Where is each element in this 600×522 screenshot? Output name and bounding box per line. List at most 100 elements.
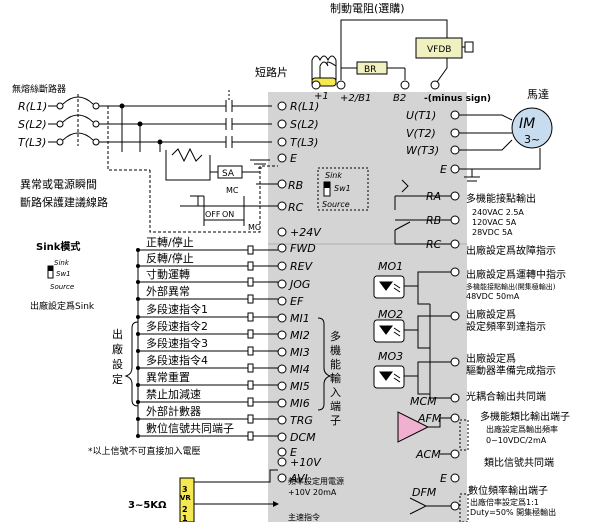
acm-label: ACM: [415, 448, 441, 461]
afm-terminals: [450, 413, 460, 511]
on-label: ON: [222, 210, 234, 219]
acm-text: 類比信號共同端: [484, 456, 554, 469]
minus-label: -(minus sign): [424, 94, 491, 104]
protect-text-2: 斷路保護建議線路: [20, 195, 108, 209]
note-text: *以上信號不可直接加入電壓: [88, 445, 201, 457]
mo3-text-1: 出廠設定爲: [466, 352, 516, 365]
terminal-plus1: [311, 80, 321, 90]
motor-phase: 3~: [524, 133, 540, 146]
terminal-t: T(L3): [290, 136, 318, 149]
mo-terminal: [450, 357, 460, 367]
mo-terminal: [450, 267, 460, 277]
relay-terminals: [450, 191, 460, 249]
input-s: S(L2): [18, 118, 47, 131]
mo1-text-2: 多機能接點輸出(開集極輸出): [466, 282, 556, 291]
factory-label-4: 定: [112, 372, 123, 386]
power-note-1: 頻率設定用電源: [288, 476, 344, 486]
factory-fault: 出廠設定爲故障指示: [466, 244, 556, 257]
reactor-coil: [319, 61, 337, 80]
ctrl-terminal-dot: [277, 381, 287, 391]
terminal-rc-left: [277, 201, 287, 211]
switch-contact: [247, 380, 254, 390]
switch-contact: [247, 312, 254, 322]
switch-contact: [247, 277, 254, 287]
inverter-body-bottom: [268, 244, 467, 522]
ctrl-terminal-dot: [277, 227, 287, 237]
mo3-text-2: 驅動器準備完成指示: [466, 364, 556, 377]
vfdb-label: VFDB: [427, 45, 451, 55]
protect-text-1: 異常或電源瞬間: [20, 177, 97, 191]
mo2-text-1: 出廠設定爲: [466, 308, 516, 321]
vr-range: 3~5KΩ: [128, 500, 167, 511]
on-off-switch: [180, 195, 256, 226]
mcm-label: MCM: [410, 395, 437, 408]
ctrl-terminal-dot: [277, 447, 287, 457]
optocoupler-group: [373, 267, 460, 403]
sink-mode-source: Source: [50, 283, 74, 291]
terminal-plus2: [336, 80, 346, 90]
ctrl-terminal-dot: [277, 415, 287, 425]
factory-label-3: 設: [112, 357, 123, 371]
motor-label: 馬達: [527, 88, 549, 101]
vr-n1: 1: [182, 514, 188, 522]
b2-label: B2: [393, 93, 406, 104]
ctrl-terminal-label: DCM: [290, 431, 316, 444]
motor-ground: E: [440, 163, 447, 176]
afm-text-3: 0~10VDC/2mA: [486, 436, 547, 445]
ctrl-terminal-dot: [277, 457, 287, 467]
mi-char: 能: [330, 357, 341, 371]
switch-contact: [247, 431, 254, 441]
off-label: OFF: [205, 210, 221, 219]
dfm-text-2: 出廠倍率設定爲1:1: [470, 497, 539, 507]
terminal-r: R(L1): [290, 100, 319, 113]
left-input-label: 外部異常: [146, 284, 190, 298]
mo1-text-3: 48VDC 50mA: [466, 292, 520, 301]
optocoupler: [373, 319, 405, 343]
ctrl-terminal-label: +24V: [290, 226, 322, 239]
main-terminals: [277, 101, 287, 163]
terminal-rb-left: [277, 179, 287, 189]
ctrl-terminal-dot: [277, 261, 287, 271]
vr-n3: 3: [182, 485, 188, 494]
ctrl-terminal-label: MI5: [290, 380, 310, 393]
left-input-label: 異常重置: [146, 370, 190, 384]
motor-u: U(T1): [406, 109, 436, 122]
ctrl-terminal-dot: [277, 330, 287, 340]
breaker-symbol: [56, 94, 100, 146]
ground-symbol-left: [250, 159, 270, 169]
ctrl-terminal-dot: [277, 313, 287, 323]
afm-text-2: 出廠設定爲輸出頻率: [486, 424, 558, 434]
input-r: R(L1): [18, 100, 47, 113]
terminal-minus: [430, 80, 440, 90]
terminal-e: E: [290, 152, 297, 165]
mi-char: 多: [330, 329, 341, 343]
motor-v: V(T2): [406, 127, 436, 140]
ctrl-terminal-label: FWD: [290, 242, 316, 255]
vr-label: VR: [180, 494, 191, 502]
control-terminal-group: +24VFWDREVJOGEFMI1MI2MI3MI4MI5MI6TRGDCME…: [277, 226, 322, 485]
mo2-label: MO2: [378, 308, 403, 321]
power-note-2: +10V 20mA: [288, 488, 337, 497]
afm-text-1: 多機能類比輸出端子: [480, 410, 570, 423]
mo1-label: MO1: [378, 260, 403, 273]
motor-terminals: [450, 110, 460, 174]
left-input-group: 正轉/停止反轉/停止寸動運轉外部異常多段速指令1多段速指令2多段速指令3多段速指…: [136, 235, 278, 441]
motor-w: W(T3): [406, 144, 439, 157]
left-input-label: 多段速指令1: [146, 302, 208, 316]
ctrl-terminal-label: JOG: [288, 278, 310, 291]
mo2-text-2: 設定頻率到達指示: [466, 320, 546, 333]
afm-label: AFM: [417, 412, 442, 425]
optocoupler: [373, 275, 405, 299]
mi-char: 子: [330, 414, 341, 427]
left-input-label: 正轉/停止: [146, 235, 194, 249]
sink-mode-factory: 出廠設定爲Sink: [30, 300, 95, 312]
ctrl-terminal-label: MI2: [290, 329, 310, 342]
left-input-label: 外部計數器: [146, 404, 201, 418]
ctrl-terminal-dot: [277, 243, 287, 253]
dfm-text-1: 數位頻率輸出端子: [468, 484, 548, 497]
mi-brace: [317, 317, 332, 411]
rb-left-label: RB: [288, 179, 303, 192]
short-bar-label: 短路片: [255, 65, 288, 79]
ctrl-terminal-dot: [277, 364, 287, 374]
mc-label-1: MC: [226, 186, 239, 195]
